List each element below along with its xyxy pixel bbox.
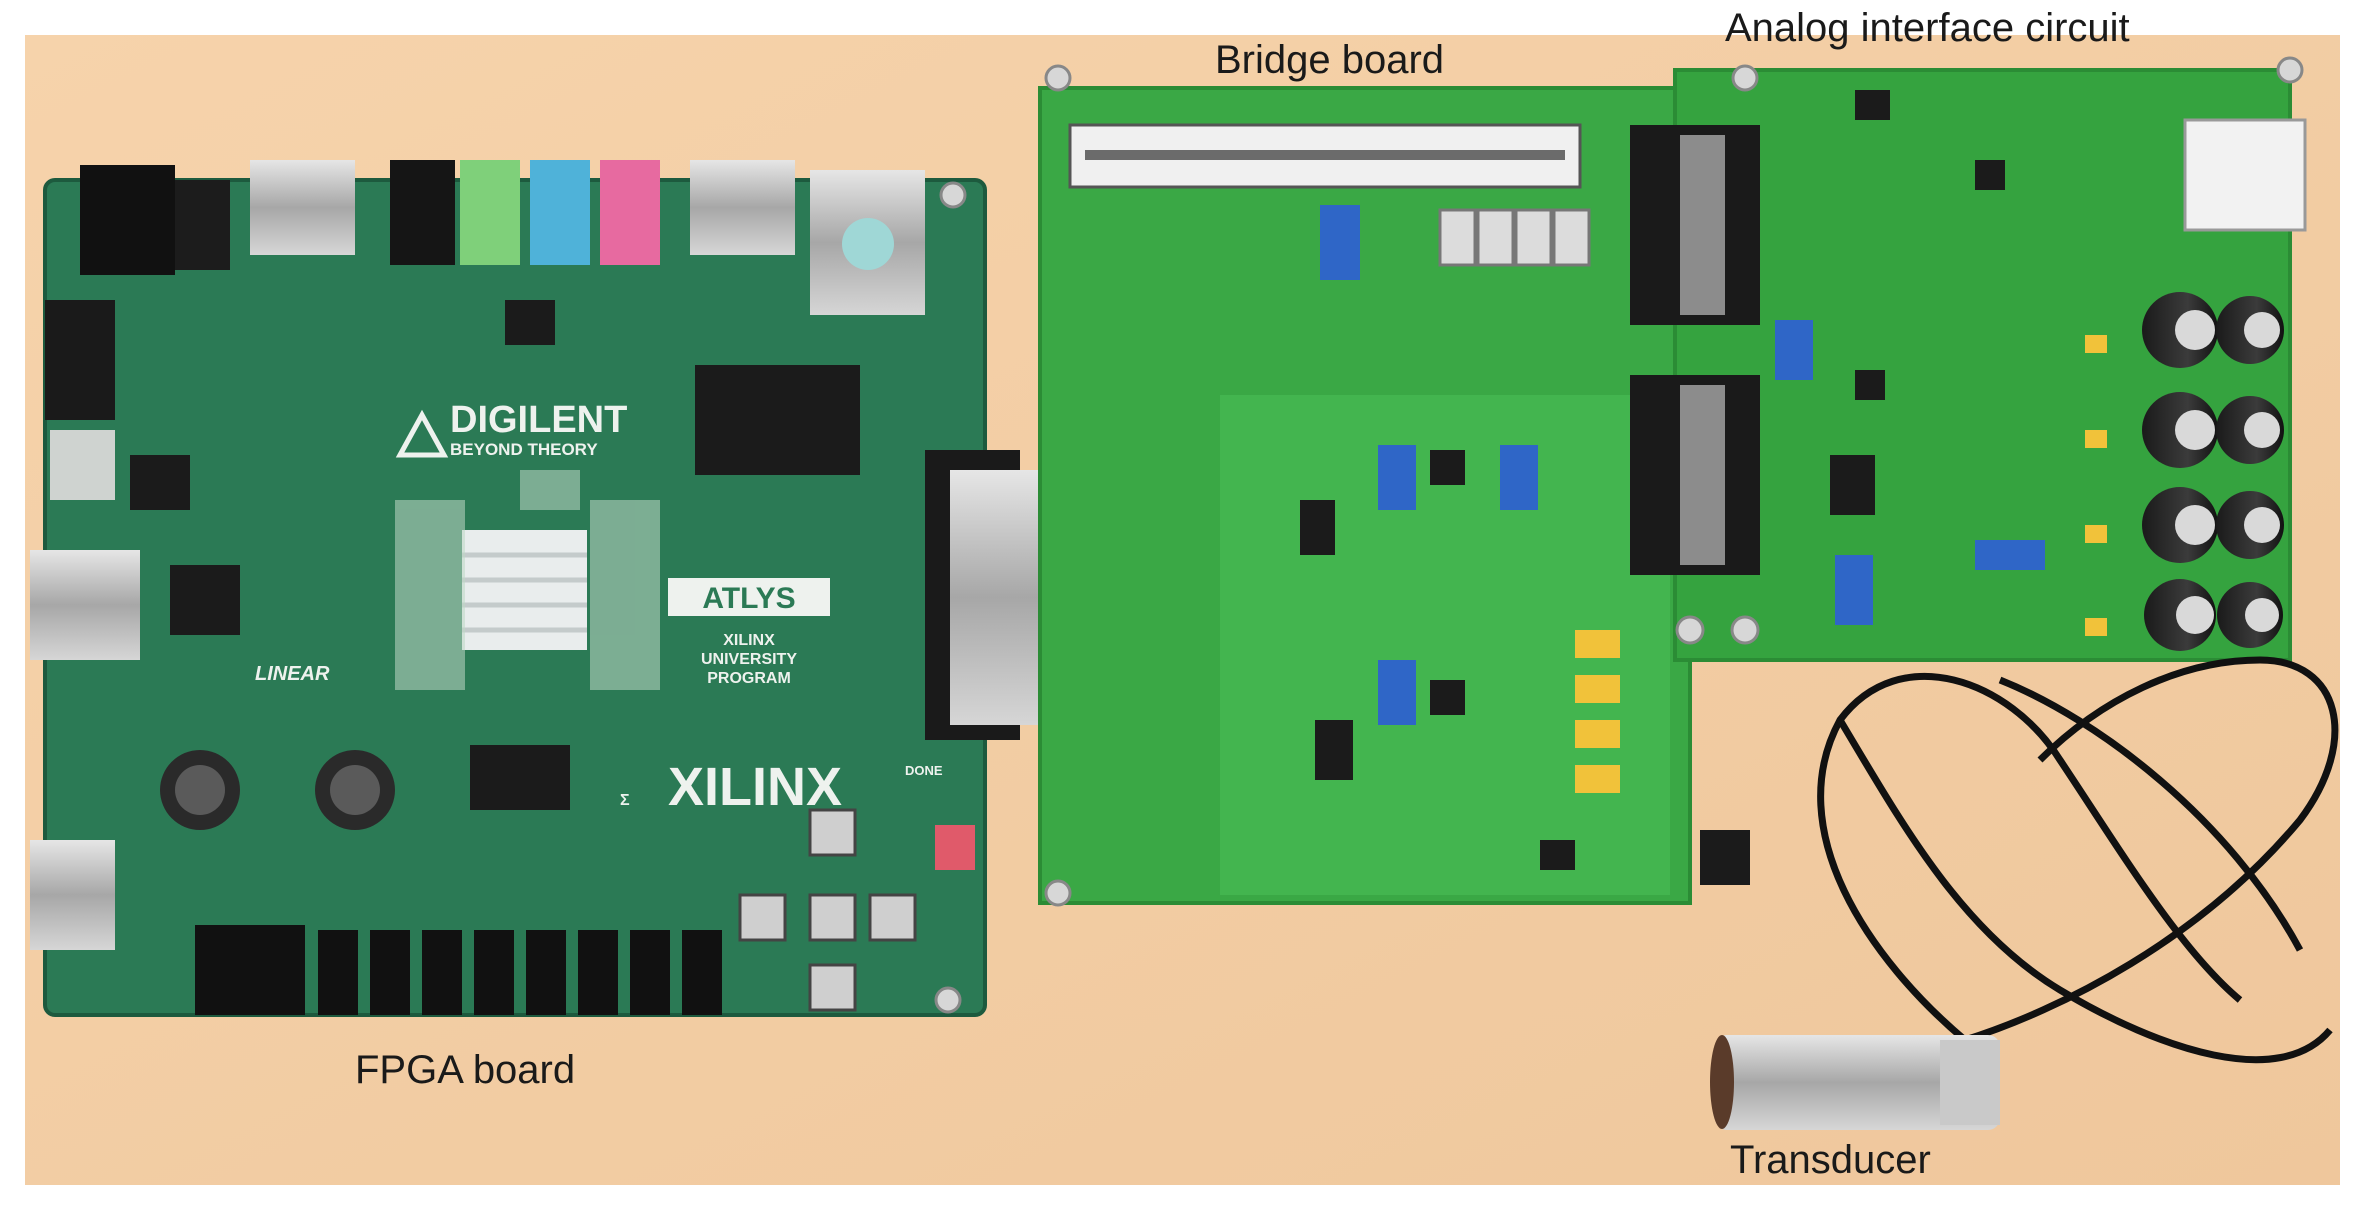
label-transducer: Transducer (1730, 1138, 1931, 1182)
analog-interface-board (1630, 56, 2307, 662)
xilinx-logo-mark: Σ (620, 792, 630, 809)
fpga-board: DIGILENT BEYOND THEORY ATLYS XILINX UNIV… (30, 160, 1070, 1017)
digilent-logo-text: DIGILENT (450, 399, 627, 441)
digilent-tagline: BEYOND THEORY (450, 440, 598, 459)
bridge-board (1038, 64, 1750, 907)
linear-logo-text: LINEAR (255, 663, 330, 685)
program-line-1: XILINX (723, 632, 775, 649)
program-line-2: UNIVERSITY (701, 651, 797, 668)
xilinx-logo-text: XILINX (668, 757, 842, 817)
transducer (1710, 1035, 2000, 1130)
label-fpga-board: FPGA board (355, 1048, 576, 1092)
program-line-3: PROGRAM (707, 670, 791, 687)
transducer-cable (1817, 656, 2339, 1064)
done-led-label: DONE (905, 763, 943, 778)
label-analog-interface-circuit: Analog interface circuit (1725, 6, 2130, 50)
atlys-logo-text: ATLYS (702, 582, 795, 615)
label-bridge-board: Bridge board (1215, 38, 1445, 82)
